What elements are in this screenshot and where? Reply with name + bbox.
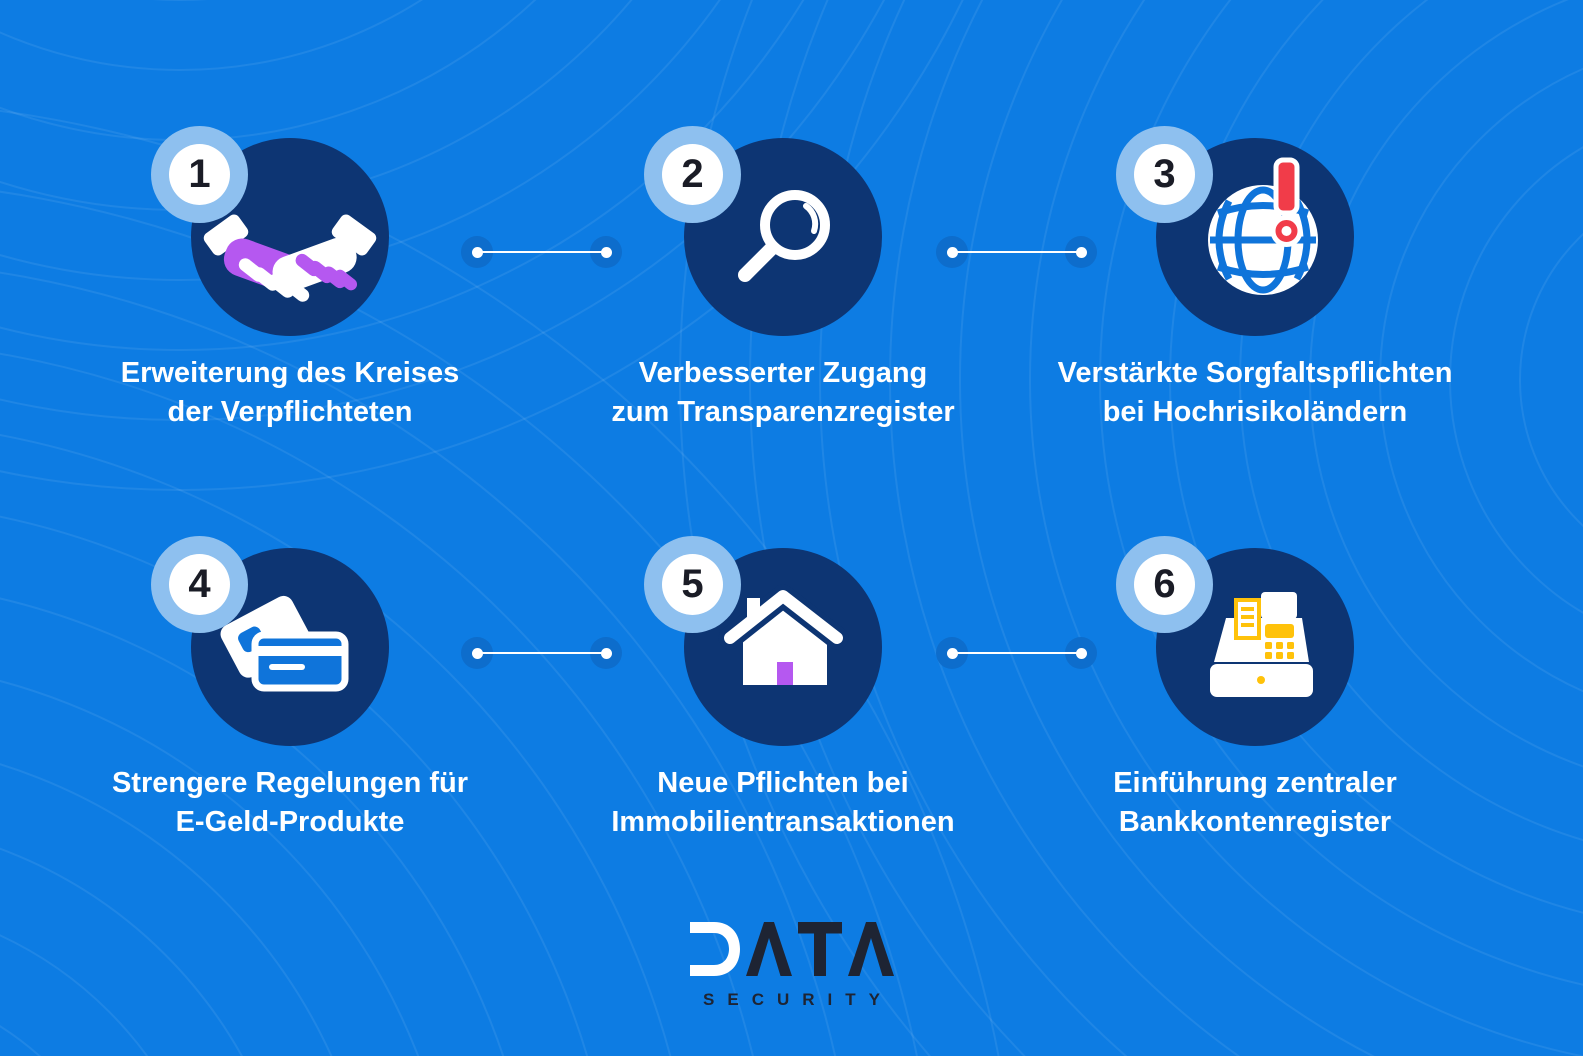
connector-dot-core: [471, 647, 483, 659]
step-6: 6 Einführung zentraler Bankkontenregiste…: [1020, 536, 1490, 866]
connector-line: [477, 251, 606, 253]
step-4-caption: Strengere Regelungen für E-Geld-Produkte: [35, 764, 545, 842]
step-2-caption: Verbesserter Zugang zum Transparenzregis…: [528, 354, 1038, 432]
step-5-caption: Neue Pflichten bei Immobilientransaktion…: [528, 764, 1038, 842]
caption-line: der Verpflichteten: [167, 396, 413, 428]
house-icon: [718, 584, 849, 685]
step-6-number-badge: 6: [1116, 536, 1213, 633]
step-number: 5: [662, 554, 723, 615]
cash-register-icon: [1210, 592, 1313, 697]
step-1-caption: Erweiterung des Kreises der Verpflichtet…: [35, 354, 545, 432]
step-number: 2: [662, 144, 723, 205]
step-1: 1 Erweiterung des Kreises der Verpflicht…: [55, 126, 525, 456]
globe-alert-icon: [1208, 157, 1318, 295]
connector-4-5: [461, 637, 622, 669]
connector-dot-core: [600, 647, 612, 659]
payment-cards-icon: [220, 595, 349, 692]
caption-line: zum Transparenzregister: [611, 396, 955, 428]
step-number: 1: [169, 144, 230, 205]
connector-dot-core: [946, 246, 958, 258]
connector-line: [952, 652, 1081, 654]
caption-line: bei Hochrisikoländern: [1102, 396, 1408, 428]
connector-2-3: [936, 236, 1097, 268]
connector-dot-core: [1075, 647, 1087, 659]
step-2-number-badge: 2: [644, 126, 741, 223]
caption-line: E-Geld-Produkte: [175, 806, 405, 838]
connector-dot-core: [471, 246, 483, 258]
step-3-number-badge: 3: [1116, 126, 1213, 223]
caption-line: Verbesserter Zugang: [638, 357, 928, 389]
caption-line: Bankkontenregister: [1118, 806, 1392, 838]
connector-dot-core: [946, 647, 958, 659]
connector-line: [952, 251, 1081, 253]
caption-line: Immobilientransaktionen: [611, 806, 955, 838]
step-number: 6: [1134, 554, 1195, 615]
step-number: 3: [1134, 144, 1195, 205]
step-3: 3 Verstärkte Sorgfaltspflichten bei Hoch…: [1020, 126, 1490, 456]
step-4-number-badge: 4: [151, 536, 248, 633]
connector-dot-core: [1075, 246, 1087, 258]
step-5: 5 Neue Pflichten bei Immobilientransakti…: [548, 536, 1018, 866]
logo-subtitle: SECURITY: [703, 990, 893, 1009]
magnifier-icon: [738, 190, 830, 282]
connector-5-6: [936, 637, 1097, 669]
step-5-number-badge: 5: [644, 536, 741, 633]
data-logo-wordmark: [689, 922, 894, 981]
step-3-caption: Verstärkte Sorgfaltspflichten bei Hochri…: [1000, 354, 1510, 432]
step-6-caption: Einführung zentraler Bankkontenregister: [1000, 764, 1510, 842]
handshake-icon: [203, 214, 377, 302]
caption-line: Einführung zentraler: [1113, 767, 1397, 799]
caption-line: Erweiterung des Kreises: [120, 357, 460, 389]
step-number: 4: [169, 554, 230, 615]
step-1-number-badge: 1: [151, 126, 248, 223]
caption-line: Strengere Regelungen für: [111, 767, 469, 799]
step-4: 4 Strengere Regelungen für E-Geld-Produk…: [55, 536, 525, 866]
caption-line: Neue Pflichten bei: [657, 767, 909, 799]
step-2: 2 Verbesserter Zugang zum Transparenzreg…: [548, 126, 1018, 456]
connector-1-2: [461, 236, 622, 268]
connector-dot-core: [600, 246, 612, 258]
caption-line: Verstärkte Sorgfaltspflichten: [1057, 357, 1453, 389]
connector-line: [477, 652, 606, 654]
brand-logo: SECURITY: [0, 922, 1583, 1010]
